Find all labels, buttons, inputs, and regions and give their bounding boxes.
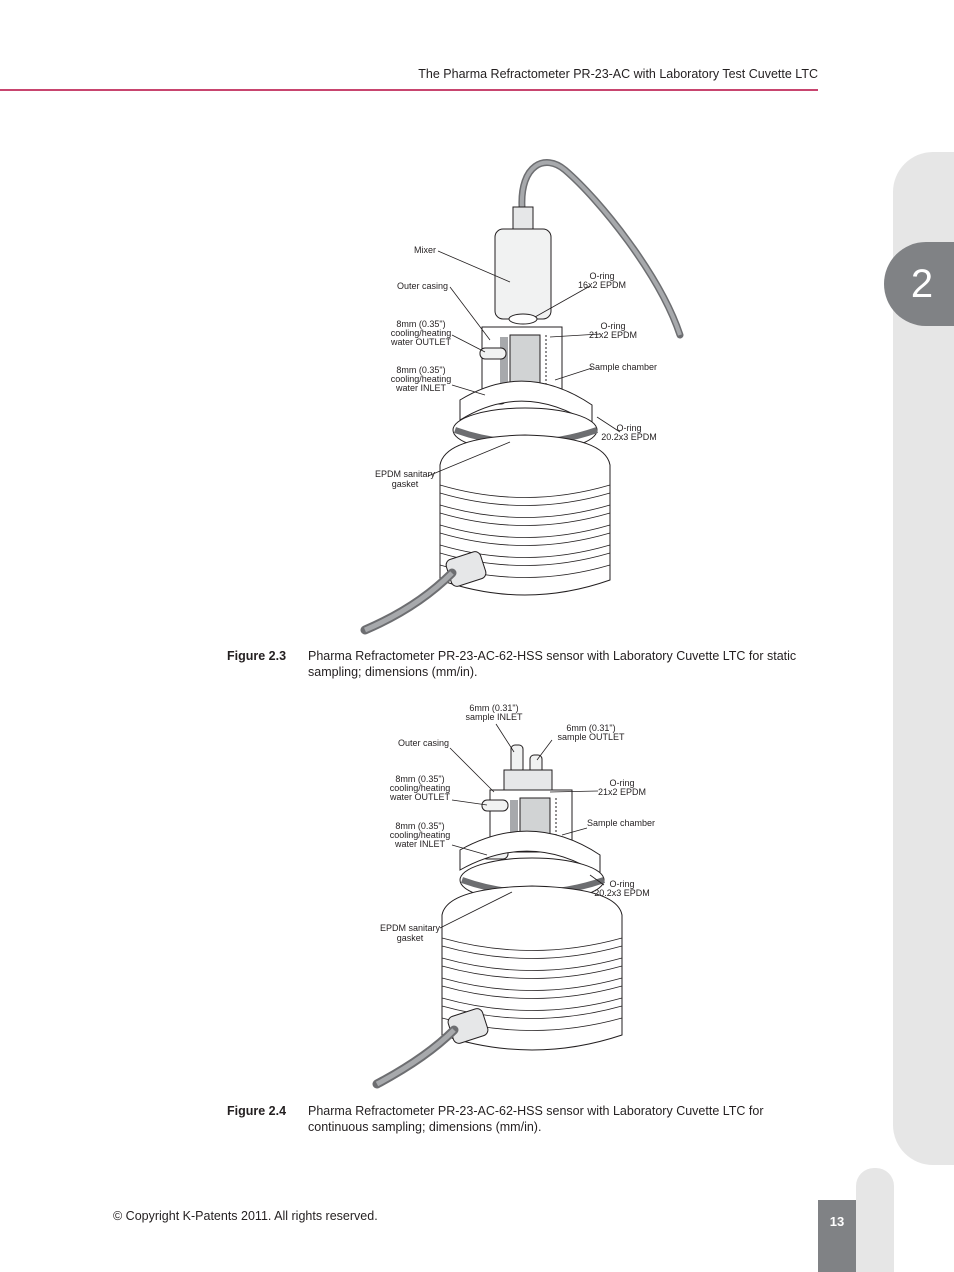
figure-2-4-caption-text: Pharma Refractometer PR-23-AC-62-HSS sen…: [308, 1104, 764, 1134]
label-oring-16-2: 16x2 EPDM: [578, 280, 626, 290]
label-oring-20-1: O-ring: [616, 423, 641, 433]
label-sample-inlet-2: sample INLET: [465, 712, 523, 722]
label-oring-21-1: O-ring: [600, 321, 625, 331]
label-inlet-3: water INLET: [395, 383, 447, 393]
figure-2-3-illustration: Mixer Outer casing 8mm (0.35") cooling/h…: [360, 155, 690, 640]
chapter-tab: 2: [884, 242, 954, 326]
label-gasket-1: EPDM sanitary: [375, 469, 436, 479]
label-gasket-1: EPDM sanitary: [380, 923, 441, 933]
label-outlet-1: 8mm (0.35"): [395, 774, 444, 784]
label-outlet-2: cooling/heating: [391, 328, 452, 338]
label-sample-inlet-1: 6mm (0.31"): [469, 703, 518, 713]
label-oring-21-2: 21x2 EPDM: [598, 787, 646, 797]
label-outlet-3: water OUTLET: [389, 792, 451, 802]
header-rule: [0, 89, 818, 91]
figure-2-3-caption-text: Pharma Refractometer PR-23-AC-62-HSS sen…: [308, 649, 797, 679]
label-outlet-3: water OUTLET: [390, 337, 452, 347]
label-outlet-2: cooling/heating: [390, 783, 451, 793]
label-oring-20-1: O-ring: [609, 879, 634, 889]
page-number: 13: [818, 1200, 856, 1272]
label-inlet-2: cooling/heating: [390, 830, 451, 840]
label-sample-chamber: Sample chamber: [587, 818, 655, 828]
label-outer-casing: Outer casing: [398, 738, 449, 748]
running-header: The Pharma Refractometer PR-23-AC with L…: [418, 67, 818, 81]
bottom-edge-strip: [856, 1168, 894, 1272]
label-oring-20-2: 20.2x3 EPDM: [594, 888, 650, 898]
label-sample-outlet-1: 6mm (0.31"): [566, 723, 615, 733]
label-sample-chamber: Sample chamber: [589, 362, 657, 372]
label-oring-21-1: O-ring: [609, 778, 634, 788]
label-oring-16-1: O-ring: [589, 271, 614, 281]
label-oring-21-2: 21x2 EPDM: [589, 330, 637, 340]
label-gasket-2: gasket: [397, 933, 424, 943]
label-inlet-1: 8mm (0.35"): [395, 821, 444, 831]
label-inlet-1: 8mm (0.35"): [396, 365, 445, 375]
label-mixer: Mixer: [414, 245, 436, 255]
label-inlet-3: water INLET: [394, 839, 446, 849]
figure-2-4-number: Figure 2.4: [227, 1104, 287, 1118]
figure-2-3-number: Figure 2.3: [227, 649, 287, 663]
label-inlet-2: cooling/heating: [391, 374, 452, 384]
figure-2-4-illustration: 6mm (0.31") sample INLET 6mm (0.31") sam…: [372, 700, 672, 1092]
label-outlet-1: 8mm (0.35"): [396, 319, 445, 329]
label-oring-20-2: 20.2x3 EPDM: [601, 432, 657, 442]
label-outer-casing: Outer casing: [397, 281, 448, 291]
label-sample-outlet-2: sample OUTLET: [557, 732, 625, 742]
label-gasket-2: gasket: [392, 479, 419, 489]
copyright-footer: © Copyright K-Patents 2011. All rights r…: [113, 1209, 378, 1223]
